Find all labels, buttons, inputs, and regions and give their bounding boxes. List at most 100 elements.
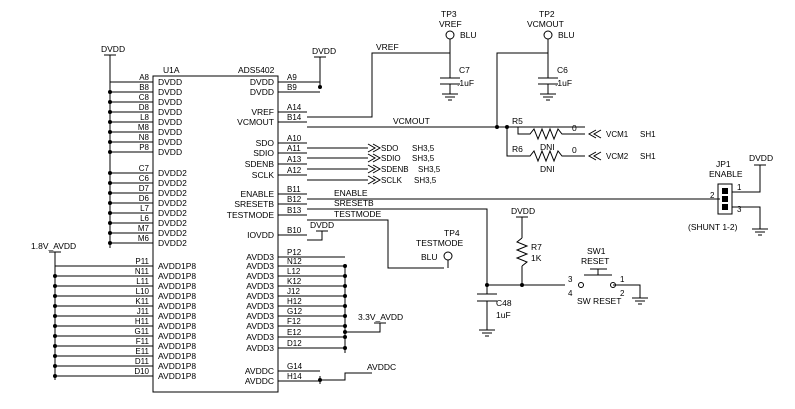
sw1-pin2: 2	[620, 289, 625, 298]
c6-ref: C6	[557, 65, 568, 75]
r6-note: DNI	[540, 164, 555, 174]
chip-left-pin-number: C7	[139, 164, 150, 173]
ground-c7	[442, 93, 458, 101]
chip-right-pin: H14 AVDDC	[245, 372, 320, 386]
chip-left-pin-name: AVDD1P8	[158, 281, 196, 291]
chip-right-pin-name: AVDD3	[246, 311, 274, 321]
chip-right-pin-name: DVDD	[250, 87, 274, 97]
r6-resistor: R6 0 DNI	[506, 127, 585, 174]
chip-right-pin-name: TESTMODE	[227, 210, 275, 220]
chip-left-pin-name: DVDD	[158, 77, 182, 87]
chip-left-pin-name: DVDD2	[158, 178, 187, 188]
chip-right-pin-number: B12	[287, 195, 302, 204]
chip-left-pin-name: AVDD1P8	[158, 261, 196, 271]
r5-ref: R5	[512, 116, 523, 126]
chip-left-pin-number: J11	[137, 307, 150, 316]
chip-right-pin-number: A10	[287, 134, 302, 143]
chip-right-pin-number: N12	[287, 257, 302, 266]
offpage-sdio-sheet: SH3,5	[412, 154, 435, 163]
tp4-color: BLU	[421, 252, 438, 262]
junction-dots	[318, 85, 524, 382]
chip-left-pin-name: AVDD1P8	[158, 271, 196, 281]
chip-left-pin-number: M8	[138, 123, 150, 132]
chip-right-pin: G12 AVDD3	[246, 307, 347, 321]
sw1-pin1: 1	[620, 275, 625, 284]
chip-left-pin-number: D6	[139, 194, 150, 203]
tp2-testpoint: TP2 VCMOUT BLU	[527, 9, 575, 78]
chip-left-pin-name: AVDD1P8	[158, 311, 196, 321]
tp3-net: VREF	[439, 19, 462, 29]
r7-resistor: R7 1K	[515, 237, 542, 267]
chip-right-pin-name: SDO	[256, 138, 275, 148]
chip-left-pin-number: B8	[139, 83, 149, 92]
sw1-caption: SW RESET	[577, 296, 621, 306]
jp1-pin2: 2	[710, 191, 715, 200]
tp3-color: BLU	[460, 30, 477, 40]
dvdd-left-label: DVDD	[101, 44, 125, 54]
jp1-pin1: 1	[737, 183, 742, 192]
c48-ref: C48	[496, 298, 512, 308]
chip-left-pin-name: DVDD2	[158, 208, 187, 218]
chip-right-pin-name: DVDD	[250, 77, 274, 87]
chip-right-pin-name: AVDDC	[245, 376, 274, 386]
chip-left-pin: P11 AVDD1P8	[55, 257, 196, 271]
chip-right-pin-number: B10	[287, 226, 302, 235]
chip-right-pin-name: AVDDC	[245, 366, 274, 376]
chip-right-pin-name: AVDD3	[246, 271, 274, 281]
chip-right-pin-number: B11	[287, 185, 301, 194]
offpage-sdo-sheet: SH3,5	[412, 144, 435, 153]
chip-right-pin-number: A13	[287, 155, 302, 164]
chip-left-pin-name: AVDD1P8	[158, 291, 196, 301]
u1a-ref: U1A	[163, 65, 180, 75]
jp1-pin3: 3	[737, 205, 742, 214]
chip-right-pin: A10 SDO	[256, 134, 307, 148]
jp1-label: ENABLE	[709, 169, 743, 179]
jp1-ref: JP1	[716, 159, 731, 169]
dvdd-right-label: DVDD	[312, 46, 336, 56]
chip-right-pins: A9DVDDB9DVDDA14VREFB14VCMOUTA10SDOA11SDI…	[227, 73, 347, 386]
chip-left-pin-name: DVDD	[158, 87, 182, 97]
chip-left-pin-number: P11	[135, 257, 149, 266]
chip-left-pin: L7 DVDD2	[108, 204, 187, 218]
chip-left-pin-name: DVDD	[158, 137, 182, 147]
chip-right-pin-name: AVDD3	[246, 252, 274, 262]
c6-capacitor: C6 .1uF	[538, 65, 572, 94]
tp3-ref: TP3	[441, 9, 457, 19]
chip-left-pin-number: P8	[139, 143, 149, 152]
chip-right-pin-number: K12	[287, 277, 302, 286]
jp1-shunt: (SHUNT 1-2)	[688, 222, 738, 232]
chip-right-pin-name: AVDD3	[246, 301, 274, 311]
chip-right-pin-number: H14	[287, 372, 302, 381]
chip-left-pin-name: DVDD	[158, 117, 182, 127]
chip-left-pin-number: M7	[138, 224, 150, 233]
chip-left-pin-number: L7	[140, 204, 149, 213]
enable-net-label: ENABLE	[334, 188, 368, 198]
chip-right-pin-number: G12	[287, 307, 303, 316]
tp4-ref: TP4	[444, 228, 460, 238]
chip-left-pin-number: K11	[135, 297, 149, 306]
offpage-sclk-net: SCLK	[381, 176, 403, 185]
chip-left-pin-number: D10	[134, 367, 149, 376]
sw1-label: RESET	[581, 256, 609, 266]
chip-left-pin: B8 DVDD	[108, 83, 182, 97]
vcmout-net-label: VCMOUT	[393, 116, 430, 126]
ground-jumper	[752, 228, 768, 236]
chip-right-pin-name: SDENB	[245, 159, 275, 169]
